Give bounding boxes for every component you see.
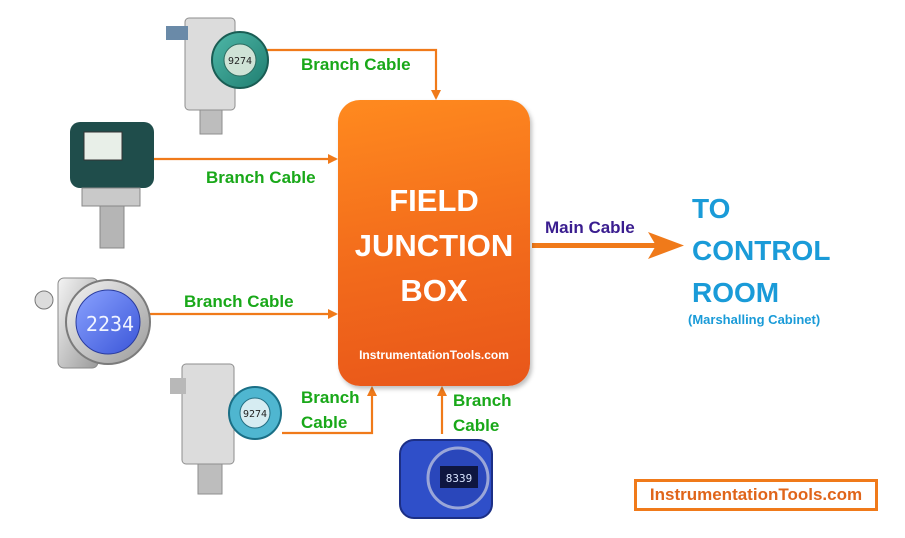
main-cable-arrow [532, 232, 684, 259]
branch-cable-label-bottom-left: Branch Cable [301, 388, 360, 432]
transmitter-1-icon: 9274 [166, 17, 269, 135]
branch-cable-top [262, 48, 441, 100]
destination-title: TO CONTROL ROOM [692, 193, 831, 308]
transmitter-4-icon: 9274 [170, 363, 282, 495]
junction-box-watermark: InstrumentationTools.com [359, 348, 509, 362]
field-junction-box: FIELD JUNCTION BOX InstrumentationTools.… [338, 100, 530, 386]
brand-label: InstrumentationTools.com [634, 479, 878, 511]
branch-cable-label-second: Branch Cable [206, 168, 316, 187]
junction-box-title: FIELD JUNCTION BOX [354, 183, 514, 308]
svg-text:8339: 8339 [446, 472, 473, 485]
svg-text:2234: 2234 [86, 312, 134, 336]
transmitter-5-icon: 8339 [399, 439, 493, 519]
svg-text:9274: 9274 [243, 409, 267, 420]
destination-subtitle: (Marshalling Cabinet) [688, 312, 821, 327]
branch-cable-bottom-left [282, 386, 377, 435]
transmitter-2-icon [70, 122, 154, 249]
transmitter-3-icon: 2234 [34, 277, 151, 369]
branch-cable-label-third: Branch Cable [184, 292, 294, 311]
svg-text:9274: 9274 [228, 56, 252, 67]
branch-cable-label-top: Branch Cable [301, 55, 411, 74]
main-cable-label: Main Cable [545, 218, 635, 237]
branch-cable-label-bottom-right: Branch Cable [453, 391, 512, 435]
